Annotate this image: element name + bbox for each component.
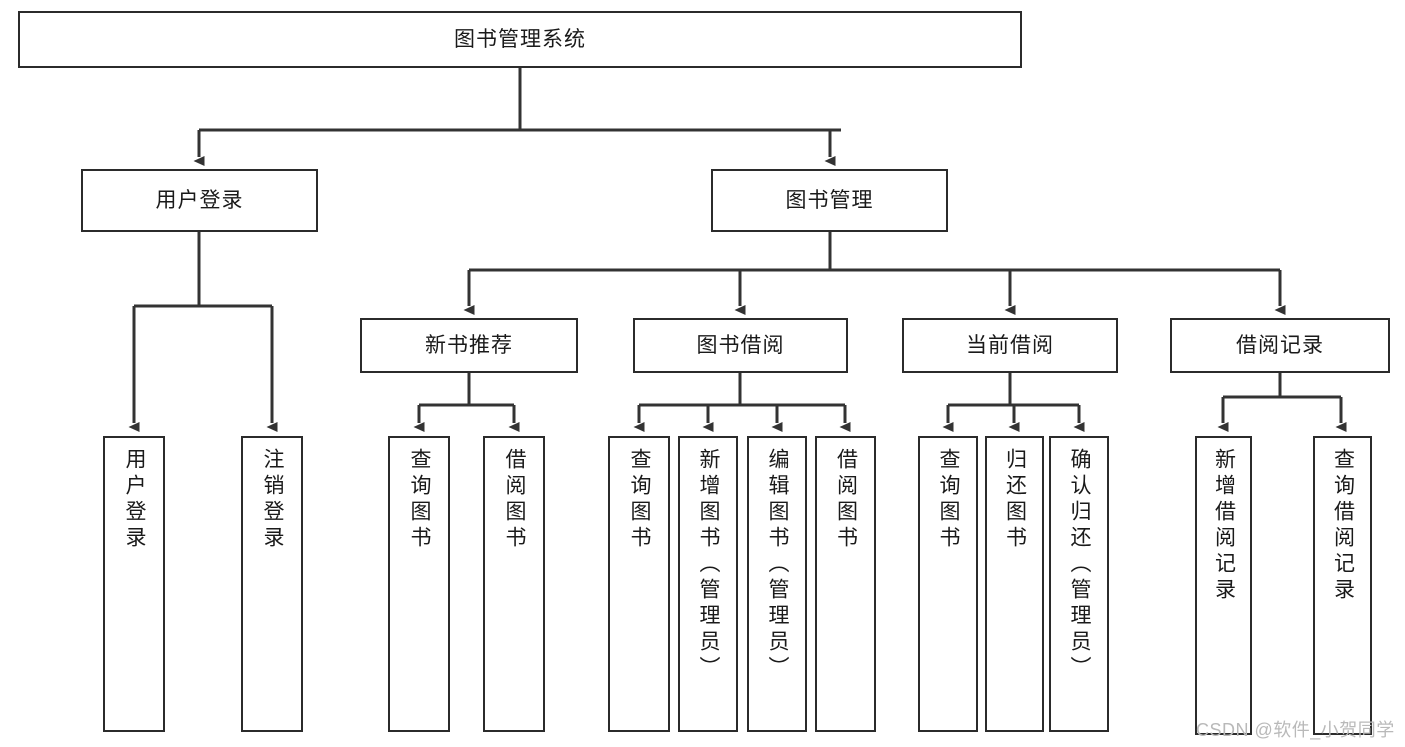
leaf-logout[interactable]: 注销登录 xyxy=(241,436,303,732)
node-label: 新书推荐 xyxy=(425,333,513,357)
node-label: 确认归还（管理员） xyxy=(1068,448,1092,682)
node-label: 新增借阅记录 xyxy=(1212,448,1236,604)
node-label: 归还图书 xyxy=(1003,448,1027,552)
node-label: 图书借阅 xyxy=(696,333,785,357)
leaf-add-book-admin[interactable]: 新增图书（管理员） xyxy=(678,436,738,732)
node-root-system[interactable]: 图书管理系统 xyxy=(18,11,1022,68)
leaf-borrow-book-new[interactable]: 借阅图书 xyxy=(483,436,545,732)
node-label: 查询图书 xyxy=(937,448,961,552)
node-label: 查询借阅记录 xyxy=(1331,448,1355,604)
node-label: 查询图书 xyxy=(628,448,652,552)
node-user-login[interactable]: 用户登录 xyxy=(81,169,318,232)
leaf-add-borrow-record[interactable]: 新增借阅记录 xyxy=(1195,436,1252,735)
node-label: 借阅图书 xyxy=(503,448,527,552)
node-label: 图书管理系统 xyxy=(454,27,586,51)
node-label: 借阅记录 xyxy=(1236,333,1324,357)
node-label: 图书管理 xyxy=(785,188,874,212)
leaf-query-book[interactable]: 查询图书 xyxy=(608,436,670,732)
node-label: 新增图书（管理员） xyxy=(697,448,721,682)
node-label: 用户登录 xyxy=(155,188,244,212)
leaf-query-book-new[interactable]: 查询图书 xyxy=(388,436,450,732)
leaf-query-book-current[interactable]: 查询图书 xyxy=(918,436,978,732)
leaf-borrow-book[interactable]: 借阅图书 xyxy=(815,436,876,732)
node-current-borrow[interactable]: 当前借阅 xyxy=(902,318,1118,373)
node-label: 编辑图书（管理员） xyxy=(766,448,790,682)
leaf-return-book[interactable]: 归还图书 xyxy=(985,436,1044,732)
leaf-edit-book-admin[interactable]: 编辑图书（管理员） xyxy=(747,436,807,732)
leaf-user-login[interactable]: 用户登录 xyxy=(103,436,165,732)
node-label: 当前借阅 xyxy=(966,333,1054,357)
node-borrow-record[interactable]: 借阅记录 xyxy=(1170,318,1390,373)
node-label: 用户登录 xyxy=(123,448,147,552)
leaf-query-borrow-record[interactable]: 查询借阅记录 xyxy=(1313,436,1372,735)
node-label: 注销登录 xyxy=(261,448,285,552)
csdn-watermark: CSDN @软件_小贺同学 xyxy=(1196,720,1395,740)
leaf-confirm-return-admin[interactable]: 确认归还（管理员） xyxy=(1049,436,1109,732)
node-label: 查询图书 xyxy=(408,448,432,552)
node-book-management[interactable]: 图书管理 xyxy=(711,169,948,232)
node-new-book-recommend[interactable]: 新书推荐 xyxy=(360,318,578,373)
node-label: 借阅图书 xyxy=(834,448,858,552)
node-book-borrow[interactable]: 图书借阅 xyxy=(633,318,848,373)
